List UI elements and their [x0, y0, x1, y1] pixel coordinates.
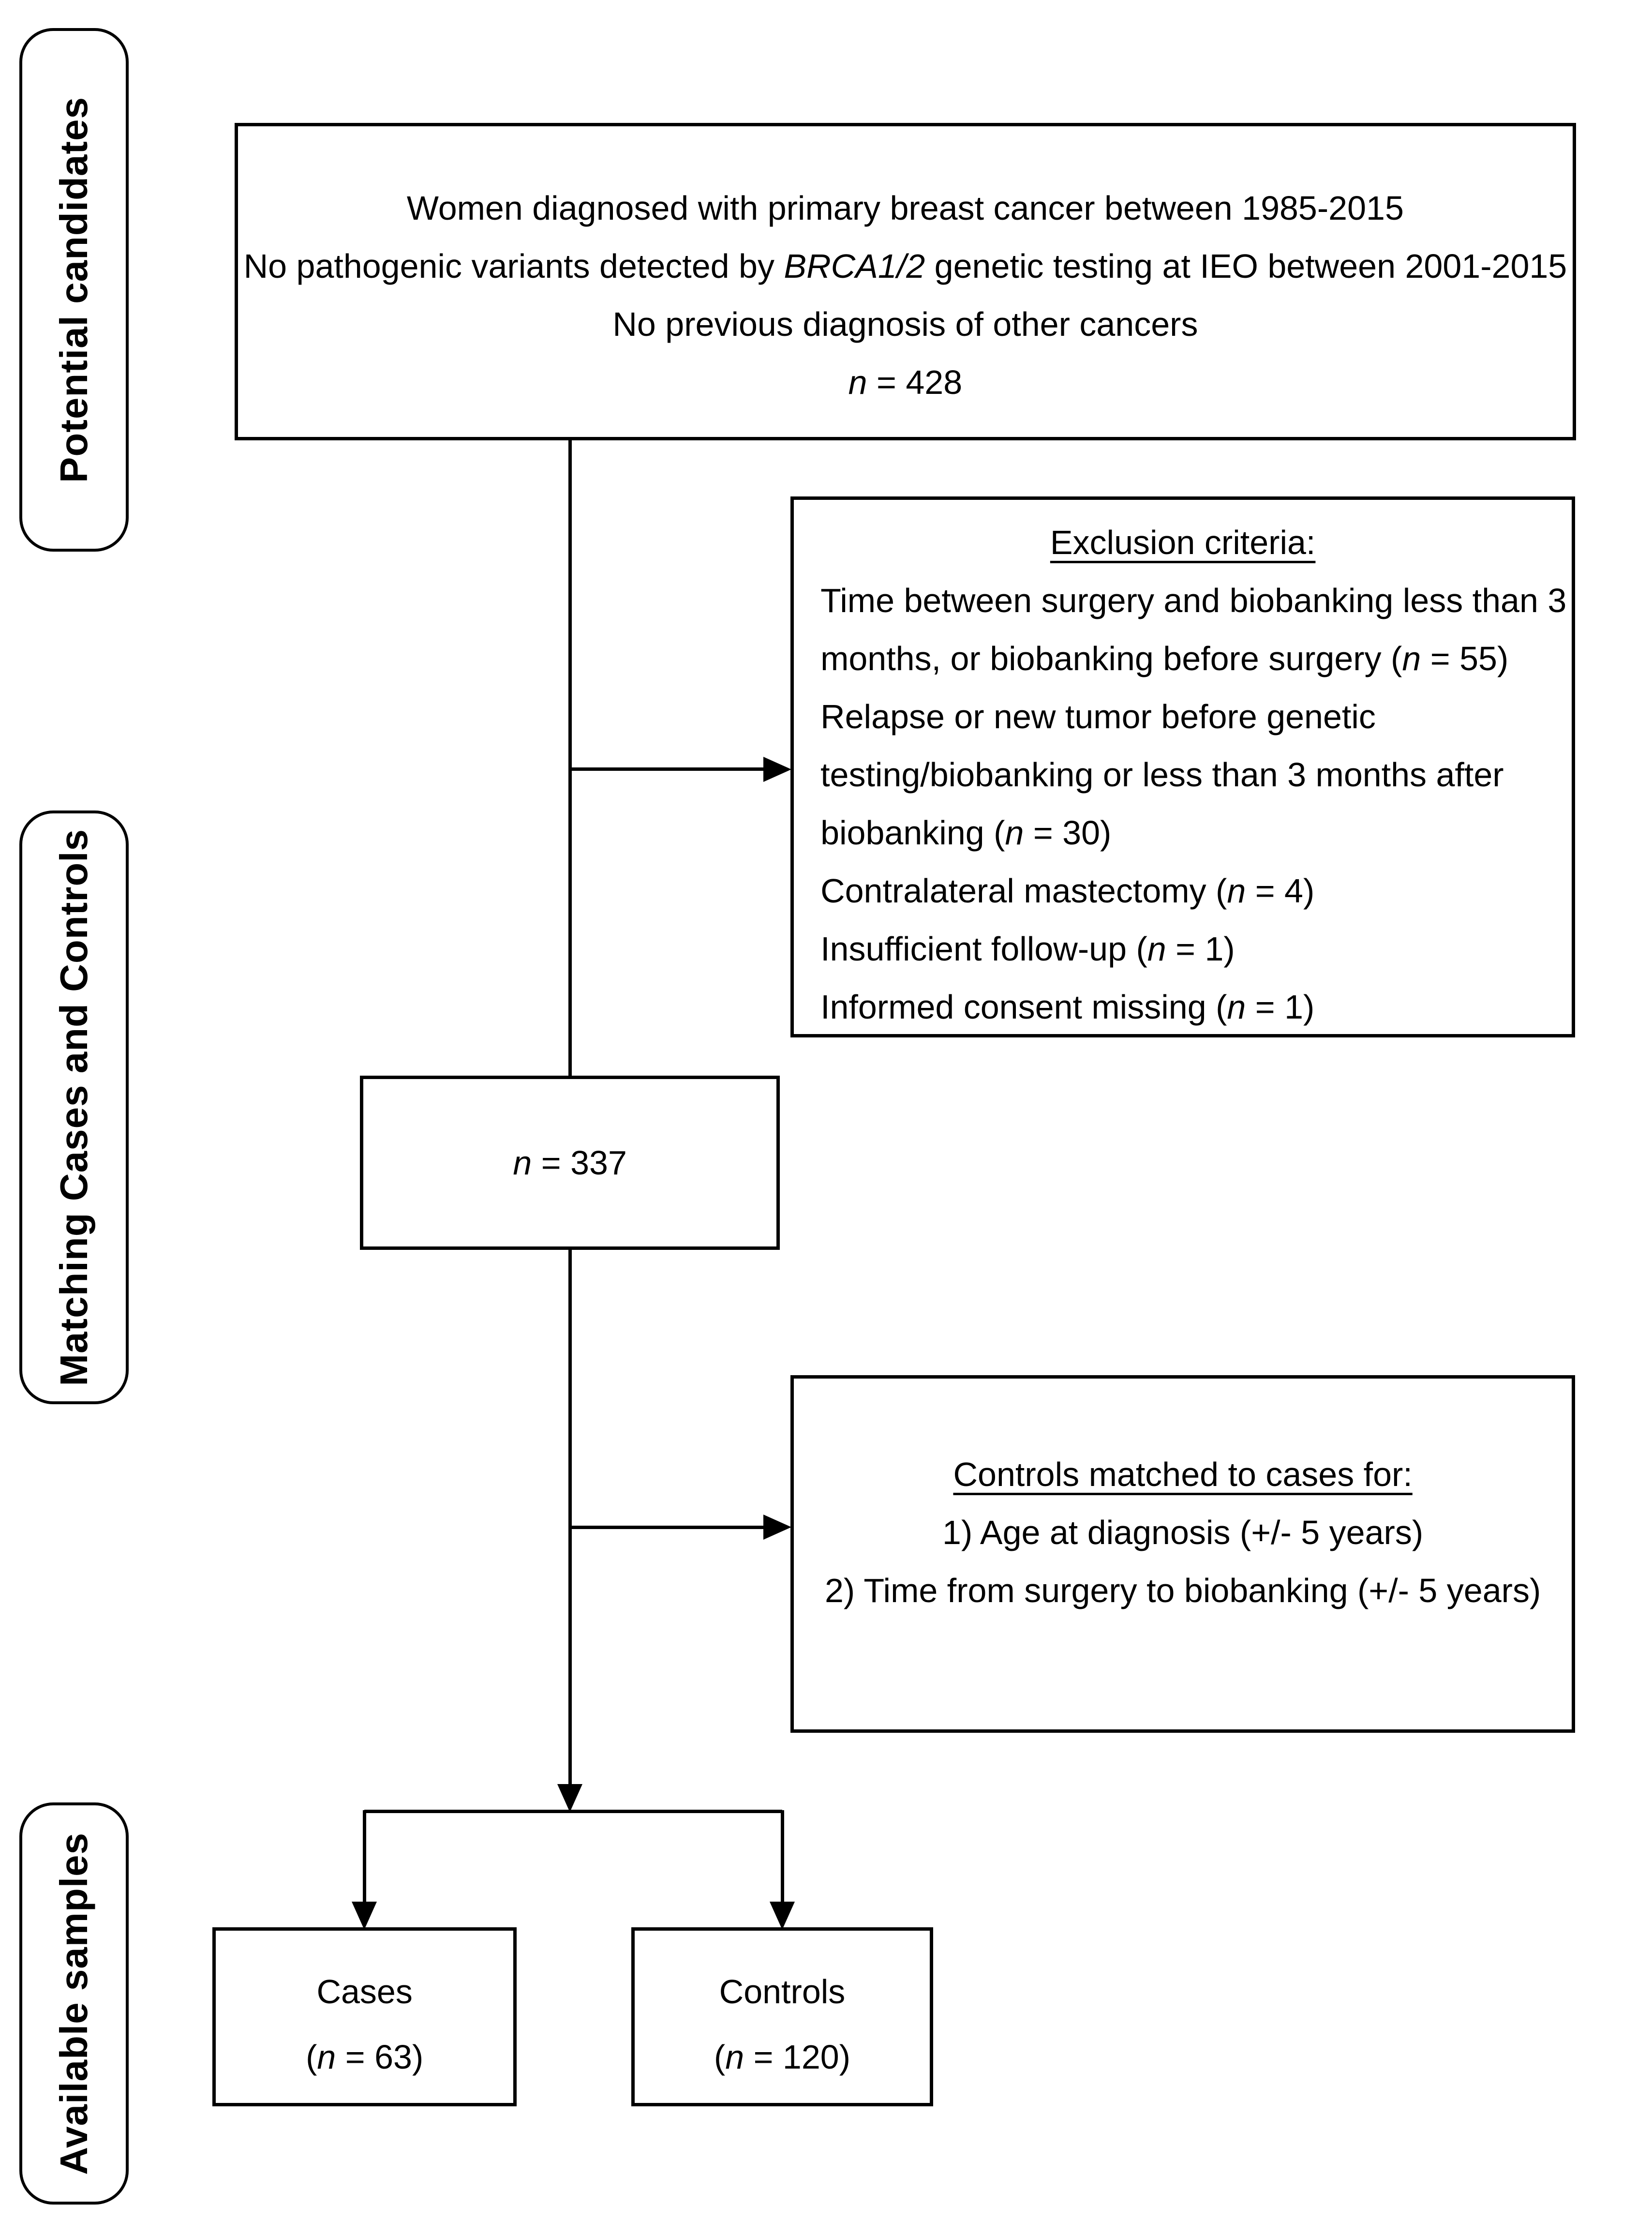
stage-label-matching-cases-and-controls: Matching Cases and Controls [19, 810, 129, 1404]
stage-label-potential-candidates: Potential candidates [19, 28, 129, 552]
arrowhead-down-controls [770, 1901, 795, 1930]
text-line: Contralateral mastectomy (n = 4) [820, 871, 1315, 910]
eligibility-box: Women diagnosed with primary breast canc… [234, 123, 1576, 441]
text-line: 2) Time from surgery to biobanking (+/- … [824, 1571, 1541, 1609]
connector-to-matching-box [570, 1525, 767, 1529]
text-line: Relapse or new tumor before genetic [820, 697, 1376, 735]
connector-to-exclusion-box [570, 767, 767, 771]
connector-split-to-controls [780, 1810, 784, 1904]
controls-box-text: Controls (n = 120) [714, 1963, 850, 2086]
exclusion-criteria-title: Exclusion criteria: [1050, 523, 1316, 561]
text-line: testing/biobanking or less than 3 months… [820, 755, 1504, 794]
text-line: n = 428 [848, 363, 963, 401]
n337-box-text: n = 337 [513, 1134, 627, 1192]
text-line: (n = 120) [714, 2038, 851, 2076]
text-line: Time between surgery and biobanking less… [820, 581, 1567, 619]
exclusion-criteria-list: Time between surgery and biobanking less… [820, 571, 1566, 1036]
arrowhead-right-exclusion [763, 756, 792, 782]
stage-label-matching-cases-and-controls-text: Matching Cases and Controls [52, 828, 95, 1386]
split-line [364, 1809, 782, 1813]
stage-label-available-samples-text: Available samples [52, 1832, 95, 2175]
cases-box: Cases (n = 63) [212, 1927, 517, 2106]
matching-criteria-title: Controls matched to cases for: [953, 1455, 1413, 1493]
matching-criteria-box: Controls matched to cases for: 1) Age at… [790, 1375, 1576, 1733]
text-line: No pathogenic variants detected by BRCA1… [243, 247, 1567, 285]
text-line: Insufficient follow-up (n = 1) [820, 930, 1235, 968]
text-line: months, or biobanking before surgery (n … [820, 639, 1509, 677]
arrowhead-down-cases [352, 1901, 377, 1930]
text-line: (n = 63) [306, 2038, 424, 2076]
connector-n337-to-split [568, 1250, 572, 1787]
exclusion-criteria-box: Exclusion criteria: Time between surgery… [790, 496, 1576, 1038]
text-line: n = 337 [513, 1143, 627, 1182]
stage-label-available-samples: Available samples [19, 1802, 129, 2205]
connector-split-to-cases [362, 1810, 366, 1904]
matching-criteria-list: 1) Age at diagnosis (+/- 5 years) 2) Time… [825, 1503, 1541, 1620]
text-line: Informed consent missing (n = 1) [820, 988, 1315, 1026]
stage-label-potential-candidates-text: Potential candidates [52, 96, 95, 483]
text-line: 1) Age at diagnosis (+/- 5 years) [942, 1513, 1424, 1551]
text-line: biobanking (n = 30) [820, 813, 1112, 852]
cases-box-text: Cases (n = 63) [306, 1963, 423, 2086]
n337-box: n = 337 [360, 1075, 780, 1250]
eligibility-box-text: Women diagnosed with primary breast canc… [244, 179, 1567, 411]
controls-box: Controls (n = 120) [631, 1927, 934, 2106]
connector-eligibility-to-n337 [568, 439, 572, 1076]
text-line: Women diagnosed with primary breast canc… [406, 189, 1404, 227]
text-line: Controls [719, 1972, 846, 2011]
text-line: No previous diagnosis of other cancers [612, 305, 1198, 343]
arrowhead-down-split [557, 1784, 583, 1812]
arrowhead-right-matching [763, 1515, 792, 1540]
text-line: Cases [316, 1972, 413, 2011]
